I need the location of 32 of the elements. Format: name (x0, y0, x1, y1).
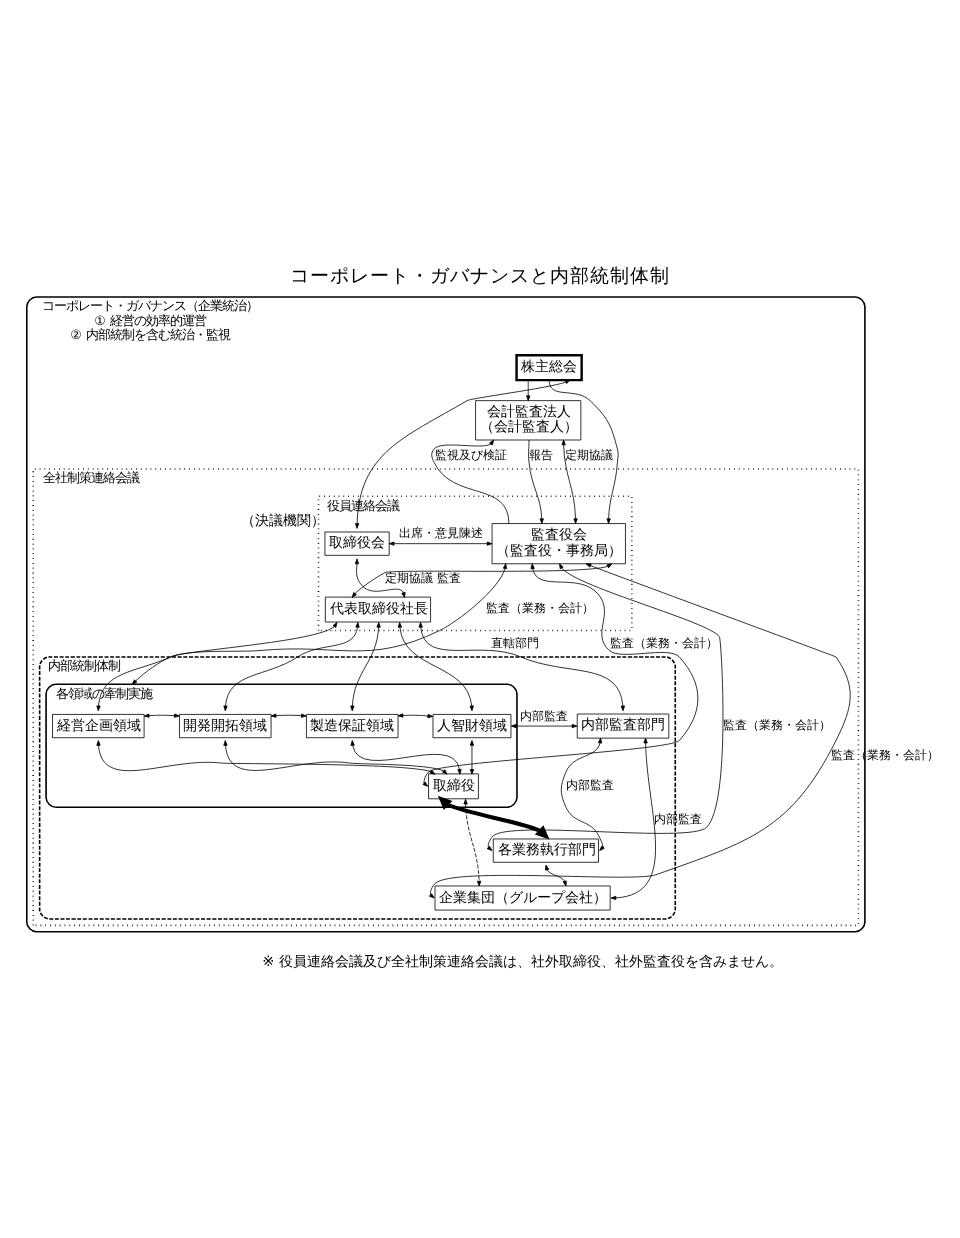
arrow (463, 797, 482, 886)
arrow (351, 562, 613, 597)
arrow (397, 712, 434, 718)
arrow (223, 621, 360, 711)
arrow (355, 378, 571, 528)
arrow (548, 378, 619, 523)
arrow (526, 378, 531, 401)
arrow (431, 438, 510, 523)
arrow (486, 562, 724, 851)
arrow (350, 621, 381, 711)
arrow (429, 562, 851, 898)
arrow (422, 562, 699, 786)
arrow (418, 621, 625, 711)
arrow (437, 794, 550, 839)
arrow (354, 557, 406, 597)
diagram-title: コーポレート・ガバナンスと内部統制体制 (290, 264, 670, 287)
arrow (223, 739, 448, 774)
arrow (143, 712, 180, 717)
arrow (96, 621, 338, 711)
arrow (96, 739, 436, 774)
arrow (510, 723, 578, 728)
arrow (388, 540, 493, 545)
arrow (131, 562, 508, 684)
arrow (545, 863, 567, 886)
arrow (610, 736, 656, 899)
arrow (528, 438, 544, 523)
arrow (561, 438, 578, 523)
arrow (560, 736, 605, 851)
arrow (397, 621, 474, 711)
arrow (469, 739, 475, 774)
arrow (270, 712, 307, 717)
arrow (350, 739, 462, 774)
